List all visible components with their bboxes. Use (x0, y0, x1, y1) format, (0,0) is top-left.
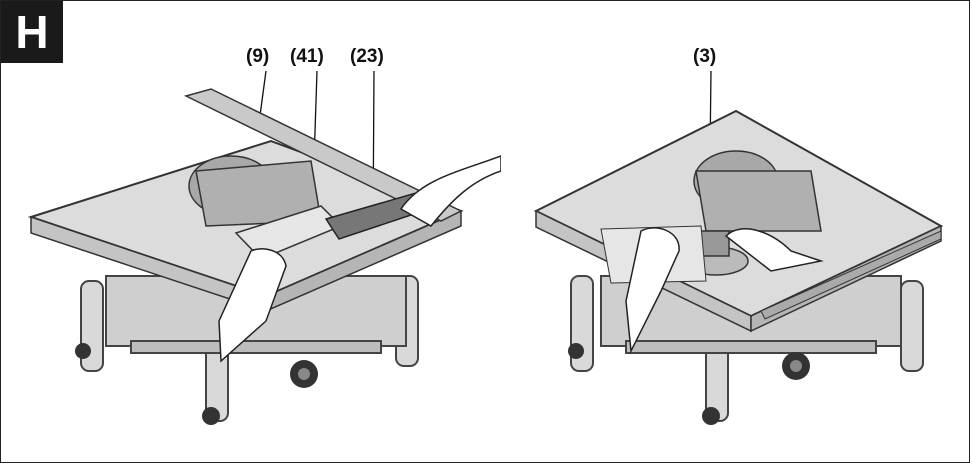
callout-41: (41) (290, 46, 324, 67)
figure-label-badge: H (1, 1, 63, 63)
callout-3: (3) (693, 46, 717, 67)
callout-23: (23) (350, 46, 384, 67)
table-saw-right-illustration (533, 70, 944, 425)
callout-9: (9) (246, 46, 270, 67)
table-saw-left-illustration (27, 70, 501, 425)
